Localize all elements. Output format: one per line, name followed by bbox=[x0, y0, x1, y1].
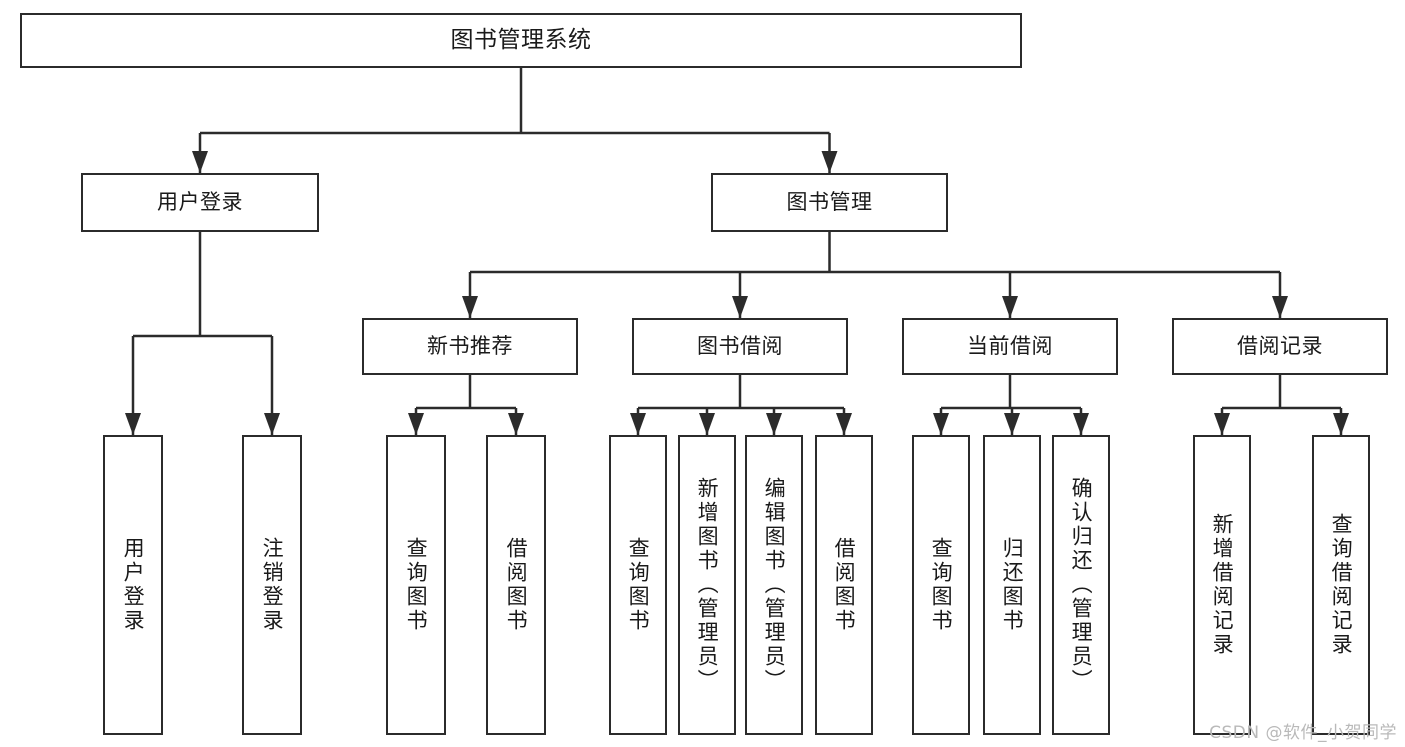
node-user-login[interactable]: 用户登录 bbox=[81, 173, 319, 232]
arrow-head-icon bbox=[508, 413, 524, 435]
node-leaf-query-borrow-record[interactable]: 查询借阅记录 bbox=[1312, 435, 1370, 735]
node-label-leaf-borrow-book: 借阅图书 bbox=[832, 537, 857, 633]
node-label-new-book-recommend: 新书推荐 bbox=[427, 333, 513, 358]
node-label-leaf-query-borrow-record: 查询借阅记录 bbox=[1329, 513, 1354, 657]
node-label-leaf-query-books-current: 查询图书 bbox=[929, 537, 954, 633]
node-book-borrow[interactable]: 图书借阅 bbox=[632, 318, 848, 375]
node-leaf-query-books-borrow[interactable]: 查询图书 bbox=[609, 435, 667, 735]
node-leaf-borrow-book[interactable]: 借阅图书 bbox=[815, 435, 873, 735]
node-leaf-add-borrow-record[interactable]: 新增借阅记录 bbox=[1193, 435, 1251, 735]
arrow-head-icon bbox=[836, 413, 852, 435]
arrow-head-icon bbox=[1272, 296, 1288, 318]
node-label-leaf-user-login: 用户登录 bbox=[121, 537, 146, 633]
node-label-book-management: 图书管理 bbox=[786, 189, 873, 214]
node-label-book-borrow: 图书借阅 bbox=[697, 333, 783, 358]
arrow-head-icon bbox=[821, 151, 838, 173]
node-label-current-borrow: 当前借阅 bbox=[967, 333, 1053, 358]
arrow-head-icon bbox=[192, 151, 208, 173]
node-leaf-borrow-books-rec[interactable]: 借阅图书 bbox=[486, 435, 546, 735]
node-leaf-user-login[interactable]: 用户登录 bbox=[103, 435, 163, 735]
node-book-management[interactable]: 图书管理 bbox=[711, 173, 948, 232]
arrow-head-icon bbox=[1214, 413, 1230, 435]
arrow-head-icon bbox=[264, 413, 280, 435]
arrow-head-icon bbox=[699, 413, 715, 435]
node-leaf-logout[interactable]: 注销登录 bbox=[242, 435, 302, 735]
node-leaf-add-book-admin[interactable]: 新增图书（管理员） bbox=[678, 435, 736, 735]
arrow-head-icon bbox=[125, 413, 141, 435]
arrow-head-icon bbox=[766, 413, 782, 435]
node-label-leaf-edit-book-admin: 编辑图书（管理员） bbox=[762, 477, 787, 693]
node-leaf-confirm-return-admin[interactable]: 确认归还（管理员） bbox=[1052, 435, 1110, 735]
node-label-root: 图书管理系统 bbox=[450, 26, 592, 53]
node-leaf-edit-book-admin[interactable]: 编辑图书（管理员） bbox=[745, 435, 803, 735]
arrow-head-icon bbox=[462, 296, 478, 318]
node-borrow-records[interactable]: 借阅记录 bbox=[1172, 318, 1388, 375]
arrow-head-icon bbox=[630, 413, 646, 435]
arrow-head-icon bbox=[1004, 413, 1020, 435]
node-label-leaf-query-books-rec: 查询图书 bbox=[404, 537, 429, 633]
arrow-head-icon bbox=[1002, 296, 1018, 318]
node-root[interactable]: 图书管理系统 bbox=[20, 13, 1022, 68]
arrow-head-icon bbox=[408, 413, 424, 435]
arrow-head-icon bbox=[1333, 413, 1349, 435]
node-label-leaf-add-book-admin: 新增图书（管理员） bbox=[695, 477, 720, 693]
node-leaf-query-books-current[interactable]: 查询图书 bbox=[912, 435, 970, 735]
node-label-borrow-records: 借阅记录 bbox=[1237, 333, 1323, 358]
arrow-head-icon bbox=[933, 413, 949, 435]
node-label-leaf-logout: 注销登录 bbox=[260, 537, 285, 633]
node-leaf-query-books-rec[interactable]: 查询图书 bbox=[386, 435, 446, 735]
arrow-head-icon bbox=[732, 296, 748, 318]
node-new-book-recommend[interactable]: 新书推荐 bbox=[362, 318, 578, 375]
node-label-user-login: 用户登录 bbox=[157, 189, 243, 214]
node-label-leaf-query-books-borrow: 查询图书 bbox=[626, 537, 651, 633]
node-label-leaf-borrow-books-rec: 借阅图书 bbox=[504, 537, 529, 633]
node-label-leaf-add-borrow-record: 新增借阅记录 bbox=[1210, 513, 1235, 657]
node-leaf-return-book[interactable]: 归还图书 bbox=[983, 435, 1041, 735]
node-label-leaf-confirm-return-admin: 确认归还（管理员） bbox=[1069, 477, 1094, 693]
node-label-leaf-return-book: 归还图书 bbox=[1000, 537, 1025, 633]
arrow-head-icon bbox=[1073, 413, 1089, 435]
watermark-text: CSDN @软件_小贺同学 bbox=[1209, 723, 1397, 743]
node-current-borrow[interactable]: 当前借阅 bbox=[902, 318, 1118, 375]
